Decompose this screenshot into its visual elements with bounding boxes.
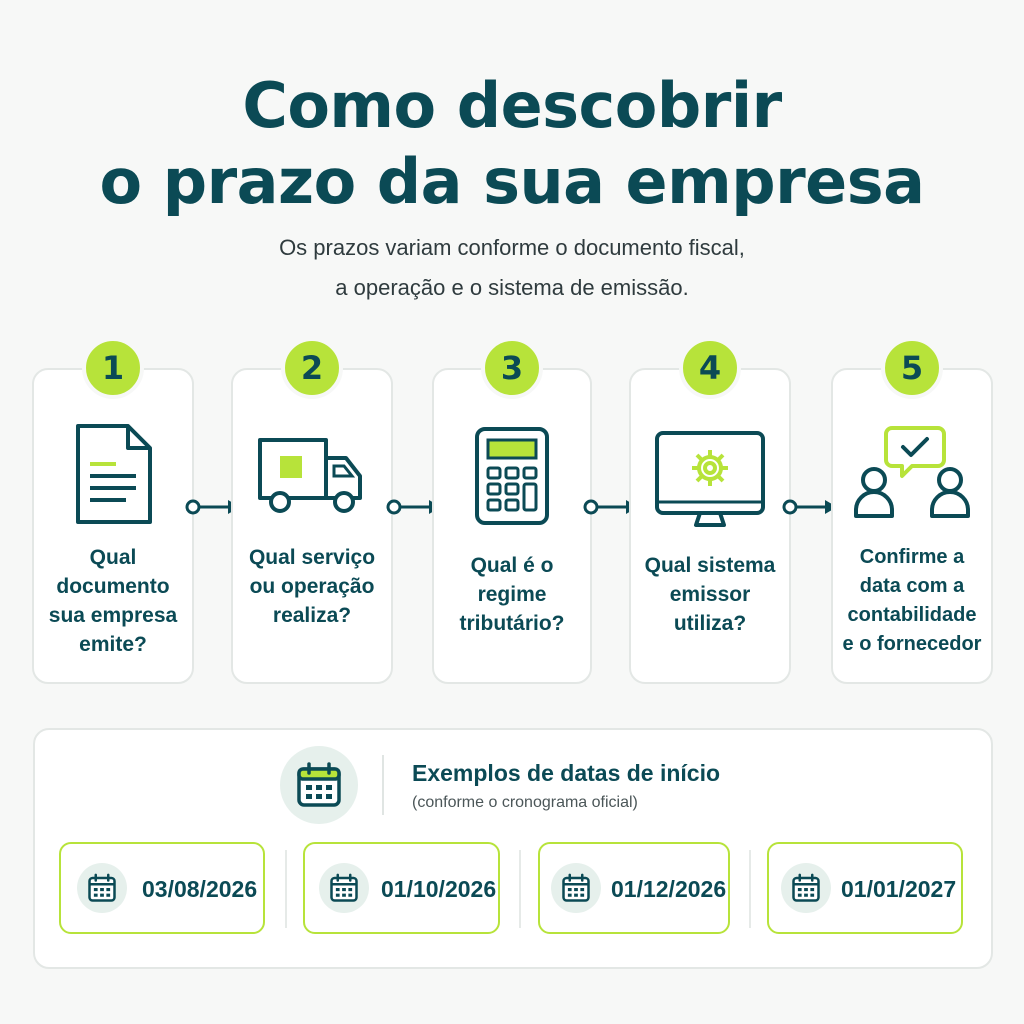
monitor-gear-icon [655,431,765,527]
date-1-icon-badge [77,863,127,913]
subtitle-line-1: Os prazos variam conforme o documento fi… [279,235,745,260]
date-4-icon-badge [781,863,831,913]
step-3-line-1: Qual é o [470,554,554,577]
date-card-2 [303,842,500,934]
step-label-5: Confirme a data com a contabilidade e o … [833,543,991,659]
step-1-line-2: documento [56,575,170,598]
step-1-line-1: Qual [89,546,137,569]
date-divider-3 [749,850,751,928]
calendar-icon [330,873,358,902]
date-2-icon-badge [319,863,369,913]
step-1-line-3: sua empresa [48,604,178,627]
page-title: Como descobrir o prazo da sua empresa [0,68,1024,220]
step-2-line-1: Qual serviço [248,546,376,569]
date-value-3: 01/12/2026 [611,876,727,902]
step-card-1 [32,368,194,684]
step-2-line-2: ou operação [249,575,375,598]
step-5-line-2: data com a [859,575,965,597]
step-4-line-3: utiliza? [673,612,747,635]
subtitle-line-2: a operação e o sistema de emissão. [335,275,689,300]
step-4-line-1: Qual sistema [644,554,776,577]
step-card-2 [231,368,393,684]
date-value-1: 03/08/2026 [142,876,258,902]
step-5-line-4: e o fornecedor [842,633,982,655]
title-line-2: o prazo da sua empresa [99,145,925,218]
title-line-1: Como descobrir [242,69,782,142]
date-value-4: 01/01/2027 [841,876,957,902]
examples-calendar-badge [280,746,358,824]
date-divider-1 [285,850,287,928]
step-5-line-3: contabilidade [847,604,977,626]
truck-icon [258,438,362,513]
examples-subtitle: (conforme o cronograma oficial) [412,794,638,811]
step-4-line-2: emissor [669,583,751,606]
step-badge-5: 5 [881,337,943,399]
examples-title: Exemplos de datas de início [412,760,721,786]
calendar-icon [562,873,590,902]
step-2-line-3: realiza? [272,604,352,627]
examples-divider [382,755,384,815]
step-badge-4: 4 [679,337,741,399]
step-label-4: Qual sistema emissor utiliza? [631,551,789,638]
step-label-2: Qual serviço ou operação realiza? [233,543,391,630]
step-3-line-2: regime [477,583,547,606]
step-5-line-1: Confirme a [859,546,965,568]
calendar-icon [88,873,116,902]
people-chat-icon [854,426,970,518]
step-1-line-4: emite? [79,633,147,656]
date-value-2: 01/10/2026 [381,876,497,902]
step-badge-3: 3 [481,337,543,399]
step-label-1: Qual documento sua empresa emite? [34,543,192,659]
page-subtitle: Os prazos variam conforme o documento fi… [0,228,1024,308]
calendar-icon [792,873,820,902]
document-icon [76,424,152,524]
step-badge-1: 1 [82,337,144,399]
date-3-icon-badge [551,863,601,913]
step-label-3: Qual é o regime tributário? [434,551,590,638]
calculator-icon [475,427,549,525]
calendar-icon [297,762,341,807]
date-divider-2 [519,850,521,928]
step-3-line-3: tributário? [459,612,565,635]
step-badge-2: 2 [281,337,343,399]
step-card-5 [831,368,993,684]
